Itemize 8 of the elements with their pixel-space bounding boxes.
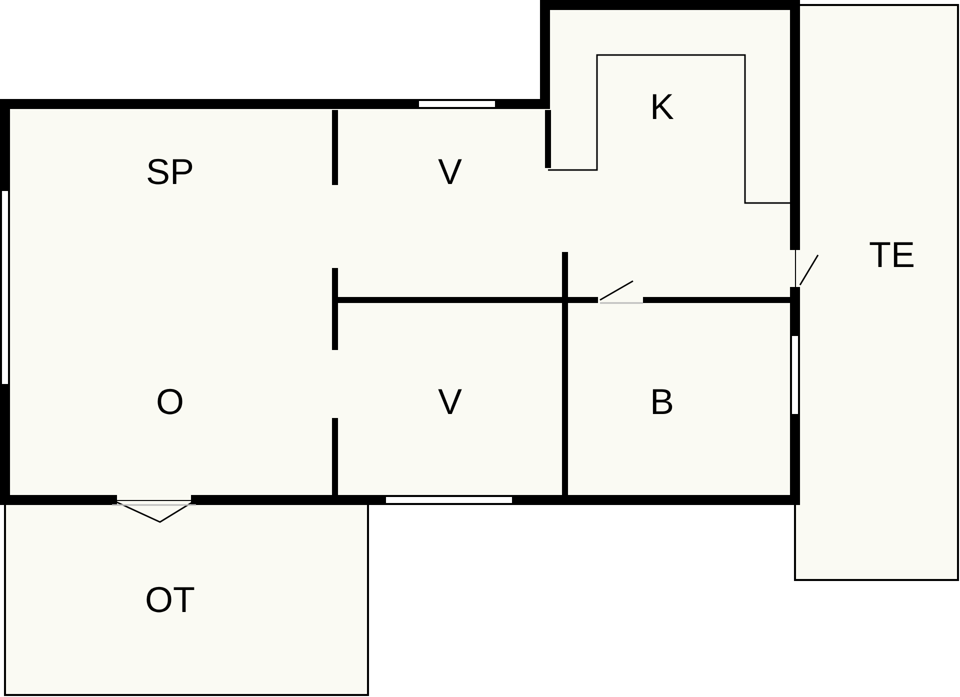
room-label: OT	[145, 582, 195, 618]
room-label: V	[438, 154, 462, 190]
room-label: TE	[869, 237, 915, 273]
room-label: B	[650, 384, 674, 420]
room-label: SP	[146, 154, 194, 190]
room-label: K	[650, 89, 674, 125]
room-label: V	[438, 384, 462, 420]
room-label: O	[156, 384, 184, 420]
